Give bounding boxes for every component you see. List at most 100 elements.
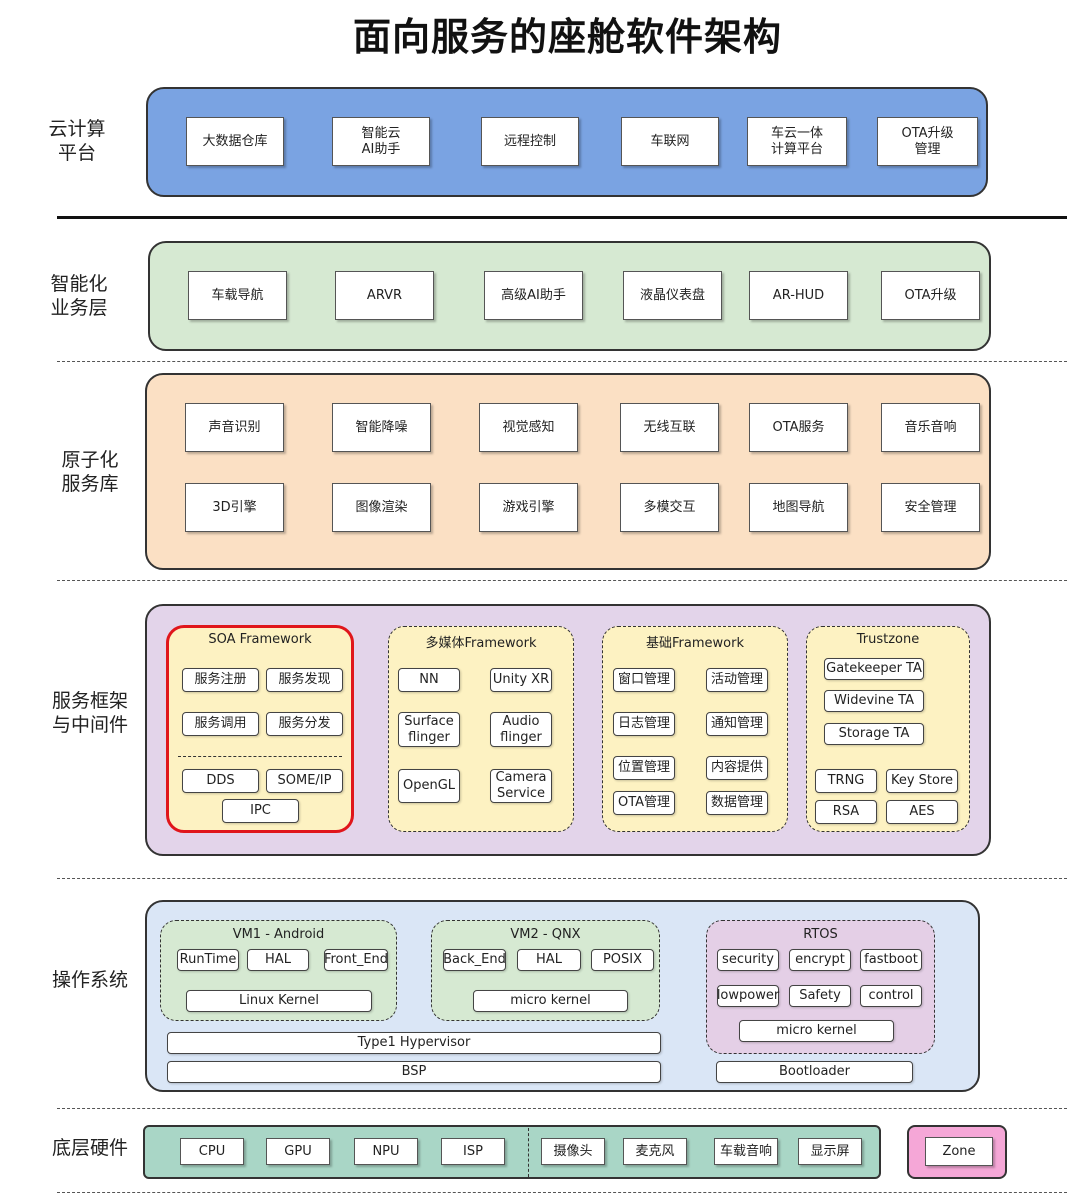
layer-divider bbox=[57, 1108, 1067, 1109]
rtos-kernel: micro kernel bbox=[739, 1020, 894, 1042]
atomic-item: 地图导航 bbox=[749, 483, 848, 532]
soa-protocol: SOME/IP bbox=[266, 769, 343, 793]
base-framework-item: 活动管理 bbox=[706, 668, 768, 692]
cloud-item: 远程控制 bbox=[481, 117, 579, 166]
atomic-item: 音乐音响 bbox=[881, 403, 980, 452]
cloud-divider bbox=[57, 216, 1067, 219]
layer-divider bbox=[57, 1192, 1067, 1193]
soa-divider bbox=[178, 756, 342, 757]
trustzone-item: Gatekeeper TA bbox=[824, 658, 924, 680]
bsp-bar: BSP bbox=[167, 1061, 661, 1083]
trustzone-item: Storage TA bbox=[824, 723, 924, 745]
vm1-kernel: Linux Kernel bbox=[186, 990, 372, 1012]
rtos-item: security bbox=[717, 949, 779, 971]
soa-protocol: IPC bbox=[222, 799, 299, 823]
multimedia-item: Surface flinger bbox=[398, 712, 460, 747]
trustzone-item: Widevine TA bbox=[824, 690, 924, 712]
atomic-item: 多模交互 bbox=[620, 483, 719, 532]
layer-label-cloud: 云计算 平台 bbox=[48, 118, 106, 164]
base-framework-item: 日志管理 bbox=[613, 712, 675, 736]
atomic-item: 智能降噪 bbox=[332, 403, 431, 452]
base-framework-item: 数据管理 bbox=[706, 791, 768, 815]
vm1-item: RunTime bbox=[177, 949, 239, 971]
atomic-item: OTA服务 bbox=[749, 403, 848, 452]
layer-divider bbox=[57, 878, 1067, 879]
multimedia-item: Camera Service bbox=[490, 769, 552, 803]
intelligent-item: 车载导航 bbox=[188, 271, 287, 320]
cloud-item: 大数据仓库 bbox=[186, 117, 284, 166]
intelligent-item: 高级AI助手 bbox=[484, 271, 583, 320]
trustzone-item: RSA bbox=[815, 800, 877, 824]
soa-item: 服务分发 bbox=[266, 712, 343, 736]
layer-divider bbox=[57, 361, 1067, 362]
multimedia-item: Audio flinger bbox=[490, 712, 552, 747]
atomic-item: 声音识别 bbox=[185, 403, 284, 452]
layer-label-framework: 服务框架 与中间件 bbox=[51, 690, 128, 736]
base-framework-item: 内容提供 bbox=[706, 756, 768, 780]
rtos-title: RTOS bbox=[803, 927, 838, 942]
multimedia-framework-title: 多媒体Framework bbox=[425, 636, 537, 651]
rtos-item: lowpower bbox=[717, 985, 779, 1007]
hardware-chip: NPU bbox=[354, 1138, 418, 1165]
zone-box: Zone bbox=[925, 1137, 993, 1166]
soa-framework-title: SOA Framework bbox=[208, 632, 312, 647]
atomic-item: 安全管理 bbox=[881, 483, 980, 532]
base-framework-title: 基础Framework bbox=[646, 636, 744, 651]
vm2-kernel: micro kernel bbox=[473, 990, 628, 1012]
multimedia-item: Unity XR bbox=[490, 668, 552, 692]
layer-label-os: 操作系统 bbox=[51, 969, 128, 991]
vm1-item: HAL bbox=[247, 949, 309, 971]
vm2-item: Back_End bbox=[443, 949, 506, 971]
cloud-item: 车云一体 计算平台 bbox=[747, 117, 847, 166]
hardware-peripheral: 显示屏 bbox=[798, 1138, 862, 1165]
base-framework-item: 位置管理 bbox=[613, 756, 675, 780]
hardware-peripheral: 车载音响 bbox=[714, 1138, 778, 1165]
bootloader-bar: Bootloader bbox=[716, 1061, 913, 1083]
hardware-separator bbox=[528, 1128, 529, 1177]
trustzone-title: Trustzone bbox=[856, 632, 920, 647]
trustzone-item: TRNG bbox=[815, 769, 877, 793]
atomic-item: 视觉感知 bbox=[479, 403, 578, 452]
hardware-peripheral: 摄像头 bbox=[541, 1138, 605, 1165]
vm2-item: HAL bbox=[517, 949, 581, 971]
rtos-item: encrypt bbox=[789, 949, 851, 971]
soa-protocol: DDS bbox=[182, 769, 259, 793]
page-title: 面向服务的座舱软件架构 bbox=[352, 15, 782, 59]
intelligent-item: AR-HUD bbox=[749, 271, 848, 320]
hypervisor-bar: Type1 Hypervisor bbox=[167, 1032, 661, 1054]
soa-item: 服务发现 bbox=[266, 668, 343, 692]
hardware-chip: GPU bbox=[266, 1138, 330, 1165]
intelligent-item: 液晶仪表盘 bbox=[623, 271, 722, 320]
layer-label-intelligent: 智能化 业务层 bbox=[50, 273, 108, 319]
hardware-chip: ISP bbox=[441, 1138, 505, 1165]
rtos-item: Safety bbox=[789, 985, 851, 1007]
vm1-item: Front_End bbox=[324, 949, 388, 971]
intelligent-item: OTA升级 bbox=[881, 271, 980, 320]
atomic-item: 图像渲染 bbox=[332, 483, 431, 532]
rtos-item: fastboot bbox=[860, 949, 922, 971]
hardware-peripheral: 麦克风 bbox=[623, 1138, 687, 1165]
base-framework-item: 通知管理 bbox=[706, 712, 768, 736]
layer-label-hardware: 底层硬件 bbox=[51, 1137, 128, 1159]
vm2-item: POSIX bbox=[591, 949, 654, 971]
multimedia-item: OpenGL bbox=[398, 769, 460, 803]
cloud-item: 车联网 bbox=[621, 117, 719, 166]
trustzone-item: Key Store bbox=[886, 769, 958, 793]
base-framework-item: 窗口管理 bbox=[613, 668, 675, 692]
multimedia-item: NN bbox=[398, 668, 460, 692]
soa-item: 服务调用 bbox=[182, 712, 259, 736]
cloud-item: OTA升级 管理 bbox=[877, 117, 978, 166]
rtos-item: control bbox=[860, 985, 922, 1007]
soa-item: 服务注册 bbox=[182, 668, 259, 692]
layer-label-atomic: 原子化 服务库 bbox=[61, 449, 119, 495]
hardware-chip: CPU bbox=[180, 1138, 244, 1165]
base-framework-item: OTA管理 bbox=[613, 791, 675, 815]
cloud-item: 智能云 AI助手 bbox=[332, 117, 430, 166]
layer-divider bbox=[57, 580, 1067, 581]
intelligent-item: ARVR bbox=[335, 271, 434, 320]
atomic-item: 3D引擎 bbox=[185, 483, 284, 532]
atomic-item: 无线互联 bbox=[620, 403, 719, 452]
trustzone-item: AES bbox=[886, 800, 958, 824]
atomic-item: 游戏引擎 bbox=[479, 483, 578, 532]
vm1-title: VM1 - Android bbox=[232, 927, 325, 942]
